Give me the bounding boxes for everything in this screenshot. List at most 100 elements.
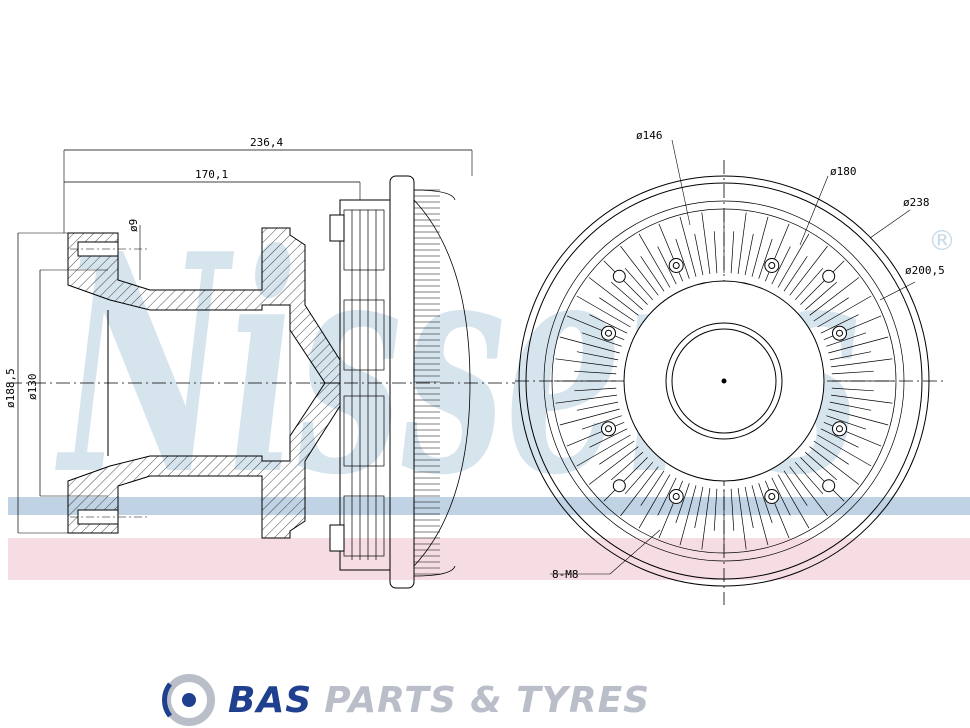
radial-fin — [603, 260, 648, 305]
dim-hub-diameter: ø146 — [636, 129, 663, 142]
radial-fin — [574, 387, 617, 392]
dim-outer-diameter: ø188,5 — [4, 368, 17, 408]
radial-fin — [657, 477, 677, 516]
radial-fin — [576, 351, 619, 361]
radial-fin — [771, 477, 791, 516]
radial-fin — [829, 351, 872, 361]
dim-thread: 8-M8 — [552, 568, 579, 581]
radial-fin — [813, 440, 849, 465]
radial-fin — [713, 488, 718, 531]
radial-fin — [777, 474, 810, 529]
bolt-hole-inner — [605, 425, 612, 433]
bolt-hole — [764, 489, 780, 504]
radial-fin — [794, 461, 824, 495]
radial-fin — [737, 212, 747, 274]
radial-fin — [831, 370, 874, 375]
radial-fin — [701, 488, 711, 550]
radial-fin — [737, 488, 747, 550]
dim-housing-diameter: ø238 — [903, 196, 930, 209]
radial-fin — [828, 408, 889, 426]
radial-fin — [783, 256, 808, 292]
dim-bolt-hole: ø9 — [127, 219, 140, 232]
radial-fin — [804, 281, 838, 311]
bolt-hole — [668, 489, 684, 504]
bolt-hole-inner — [672, 493, 680, 500]
bolt-hole — [832, 325, 847, 341]
dim-inner-length: 170,1 — [195, 168, 228, 181]
radial-fin — [599, 440, 635, 465]
clutch-plates — [343, 209, 385, 560]
radial-fin — [789, 466, 828, 517]
radial-fin — [610, 281, 644, 311]
radial-fin — [800, 457, 845, 502]
radial-fin — [624, 461, 654, 495]
radial-fin — [675, 483, 690, 524]
radial-fin — [826, 332, 867, 347]
radial-fin — [831, 394, 893, 404]
radial-fin — [679, 216, 697, 277]
radial-fin — [804, 451, 838, 481]
radial-fin — [675, 238, 690, 279]
radial-fin — [576, 295, 631, 328]
radial-fin — [588, 446, 639, 485]
radial-fin — [589, 314, 628, 334]
radial-fin — [730, 231, 735, 274]
radial-fin — [581, 332, 622, 347]
radial-fin — [809, 446, 860, 485]
mount-hole — [822, 269, 836, 283]
radial-fin — [576, 434, 631, 467]
radial-fin — [751, 485, 769, 546]
radial-fin — [771, 246, 791, 285]
radial-fin — [713, 231, 718, 274]
mount-hole — [612, 479, 626, 493]
radial-fin — [831, 387, 874, 392]
radial-fin — [657, 246, 677, 285]
bolt-hole — [601, 325, 616, 341]
radial-fin — [744, 486, 754, 529]
radial-fin — [574, 370, 617, 375]
registered-mark: ® — [928, 224, 956, 257]
radial-fin — [758, 238, 773, 279]
radial-fin — [694, 486, 704, 529]
radial-fin — [758, 483, 773, 524]
radial-fin — [559, 336, 620, 354]
radial-fin — [620, 466, 659, 517]
mount-hole — [612, 269, 626, 283]
dim-bolt-circle: ø180 — [830, 165, 857, 178]
bolt-hole — [601, 421, 616, 437]
radial-fin — [581, 415, 622, 430]
radial-fin — [777, 233, 810, 288]
radial-fin — [794, 267, 824, 301]
radial-fin — [783, 470, 808, 506]
radial-fin — [603, 457, 648, 502]
radial-fin — [620, 245, 659, 296]
radial-fin — [831, 358, 893, 368]
mount-hole — [822, 479, 836, 493]
bolt-hole-inner — [768, 493, 776, 500]
dim-body-diameter: ø200,5 — [905, 264, 945, 277]
radial-fin — [576, 401, 619, 411]
radial-fin — [800, 260, 845, 305]
brand-word-parts-tyres: PARTS & TYRES — [324, 679, 651, 721]
radial-fin — [588, 277, 639, 316]
radial-fin — [789, 245, 828, 296]
bolt-hole — [832, 421, 847, 437]
radial-fin — [694, 233, 704, 276]
radial-fin — [589, 428, 628, 448]
radial-fin — [820, 428, 859, 448]
radial-fin — [744, 233, 754, 276]
radial-fin — [638, 474, 671, 529]
radial-fin — [809, 277, 860, 316]
radial-fin — [730, 488, 735, 531]
radial-fin — [701, 212, 711, 274]
radial-fin — [640, 256, 665, 292]
bolt-hole-inner — [836, 425, 843, 433]
radial-fin — [826, 415, 867, 430]
dim-inner-diameter: ø130 — [26, 374, 39, 401]
radial-fin — [817, 295, 872, 328]
radial-fin — [820, 314, 859, 334]
radial-fin — [828, 336, 889, 354]
